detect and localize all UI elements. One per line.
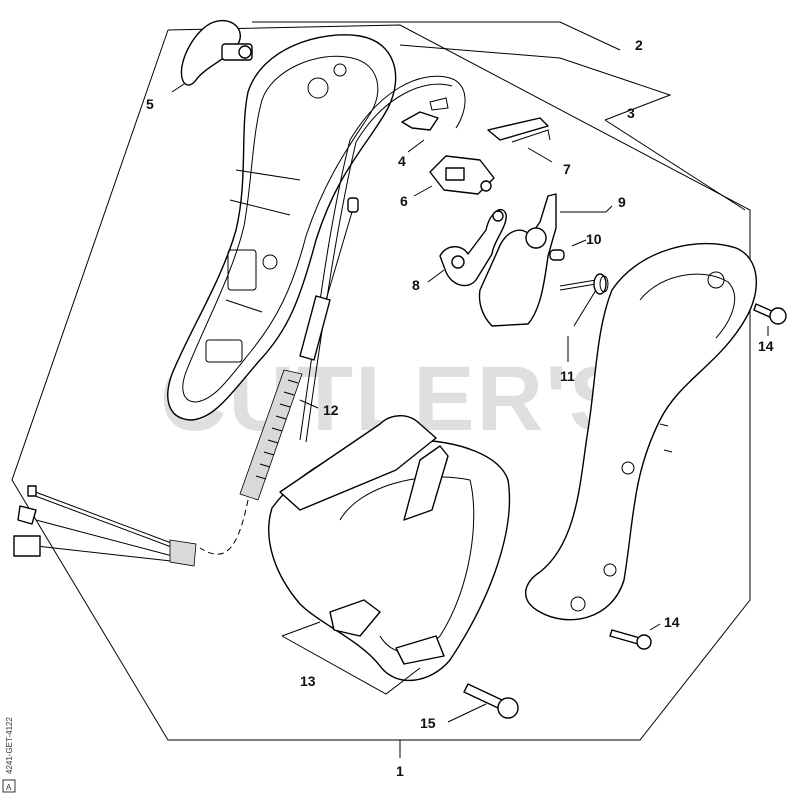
part-14-screw-bottom: [609, 623, 661, 650]
callout-14-bottom: 14: [664, 614, 680, 630]
part-1-right-handle-half: [525, 242, 758, 621]
document-code: 4241-GET-4122: [5, 717, 14, 774]
cable-ends: [13, 485, 197, 567]
leader-3: [399, 44, 672, 121]
callout-10: 10: [586, 231, 602, 247]
callout-15: 15: [420, 715, 436, 731]
callout-4: 4: [398, 153, 406, 169]
part-11-spring: [559, 273, 609, 362]
scale-mark: A: [6, 783, 12, 792]
leader-2: [252, 21, 621, 51]
part-2-wiring: [299, 75, 466, 443]
callout-12: 12: [323, 402, 339, 418]
callout-2: 2: [635, 37, 643, 53]
part-10-pin: [549, 239, 587, 261]
part-6-switch: [413, 155, 495, 197]
part-13-lower-cover: [268, 415, 511, 695]
part-4-contact: [401, 97, 449, 153]
part-15-screw: [447, 683, 519, 723]
part-7-clip: [487, 117, 553, 163]
scale-mark-box: [2, 779, 16, 793]
part-5-trigger: [171, 19, 253, 93]
callout-11: 11: [560, 368, 575, 384]
leader-3b: [604, 119, 746, 211]
callout-8: 8: [412, 277, 420, 293]
part-8-lever: [427, 209, 507, 287]
callout-1: 1: [396, 763, 404, 779]
callout-6: 6: [400, 193, 408, 209]
callout-9: 9: [618, 194, 626, 210]
callout-3: 3: [627, 105, 635, 121]
callout-14-top: 14: [758, 338, 774, 354]
callout-7: 7: [563, 161, 571, 177]
callout-13: 13: [300, 673, 316, 689]
assembly-outline-1: [11, 24, 751, 741]
part-12-throttle-cable: [199, 197, 359, 555]
part-3-left-handle-half: [167, 34, 397, 421]
callout-5: 5: [146, 96, 154, 112]
part-9-throttle-trigger: [478, 193, 613, 327]
part-14-screw-top: [753, 303, 787, 336]
